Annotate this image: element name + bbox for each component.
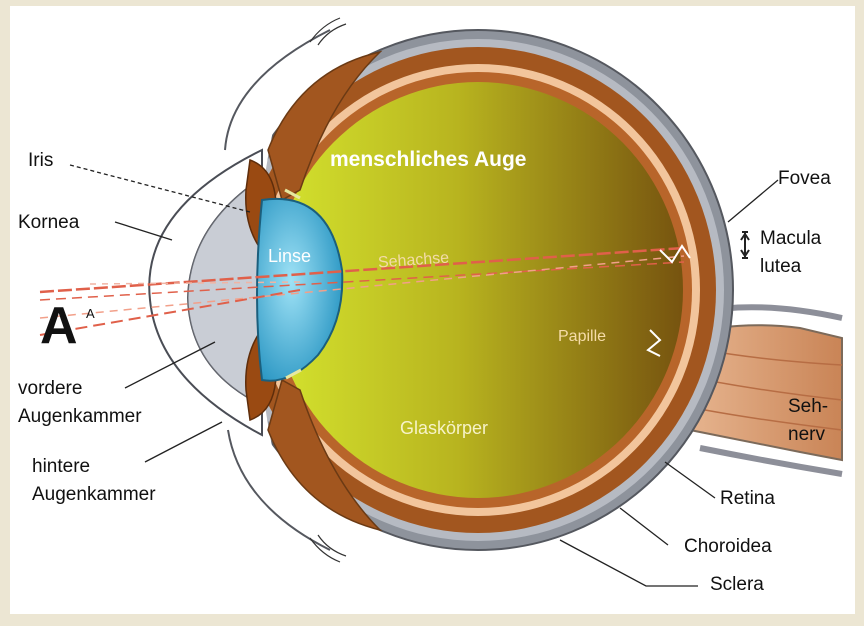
- label-glaskoerper: Glaskörper: [400, 418, 488, 439]
- label-vordere-2: Augenkammer: [18, 406, 142, 428]
- label-papille: Papille: [558, 328, 606, 346]
- leader-hintere: [145, 422, 222, 462]
- label-sehnerv-2: nerv: [788, 424, 825, 446]
- object-letter-small: A: [86, 306, 95, 321]
- label-vordere-1: vordere: [18, 378, 82, 400]
- label-retina: Retina: [720, 488, 775, 510]
- label-choroidea: Choroidea: [684, 536, 772, 558]
- label-sclera: Sclera: [710, 574, 764, 596]
- macula-bracket: [741, 232, 749, 258]
- leader-sclera: [560, 540, 698, 586]
- label-macula: Macula: [760, 228, 821, 250]
- label-kornea: Kornea: [18, 212, 79, 234]
- diagram-title: menschliches Auge: [330, 148, 526, 172]
- label-sehnerv-1: Seh-: [788, 396, 828, 418]
- label-fovea: Fovea: [778, 168, 831, 190]
- leader-fovea: [728, 180, 778, 222]
- leader-choroidea: [620, 508, 668, 545]
- leader-retina: [665, 462, 715, 498]
- object-letter-large: A: [40, 296, 78, 356]
- label-hintere-1: hintere: [32, 456, 90, 478]
- label-linse: Linse: [268, 246, 311, 267]
- label-hintere-2: Augenkammer: [32, 484, 156, 506]
- label-lutea: lutea: [760, 256, 801, 278]
- label-iris: Iris: [28, 150, 53, 172]
